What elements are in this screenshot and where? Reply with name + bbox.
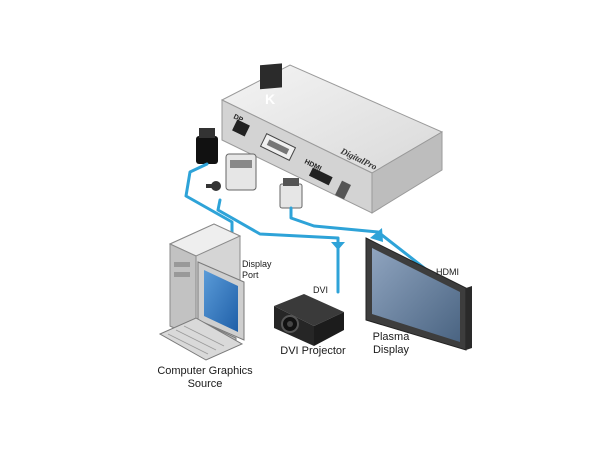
computer-source <box>158 223 245 361</box>
source-label-line1: Computer Graphics <box>157 365 253 377</box>
displayport-plug <box>196 128 218 164</box>
dvi-label: DVI <box>313 285 329 295</box>
dp-port <box>232 119 250 137</box>
hdmi-plug <box>279 178 303 209</box>
dvi-plug <box>206 153 257 191</box>
brand-logo: K <box>260 63 282 107</box>
plasma-display <box>365 237 472 351</box>
converter-device: K DigitalPro DP HDMI <box>220 63 444 214</box>
hdmi-cable <box>289 206 434 276</box>
dvi-projector <box>274 294 344 346</box>
dvi-projector-label: DVI Projector <box>280 345 346 357</box>
hdmi-arrow <box>370 228 383 242</box>
power-port <box>334 180 352 200</box>
hdmi-port <box>308 167 333 186</box>
plasma-label-line1: Plasma <box>372 331 410 343</box>
brand-logo-text: K <box>265 91 275 107</box>
hdmi-label: HDMI <box>436 267 459 277</box>
plasma-label-line2: Display <box>372 344 410 356</box>
dvi-arrow <box>331 242 345 250</box>
displayport-label-line2: Port <box>242 270 259 280</box>
dvi-port <box>259 133 297 161</box>
dp-port-label: DP <box>232 114 244 125</box>
displayport-label-line1: Display <box>242 259 272 269</box>
source-label-line2: Source <box>187 378 223 390</box>
dvi-cable <box>216 198 340 294</box>
